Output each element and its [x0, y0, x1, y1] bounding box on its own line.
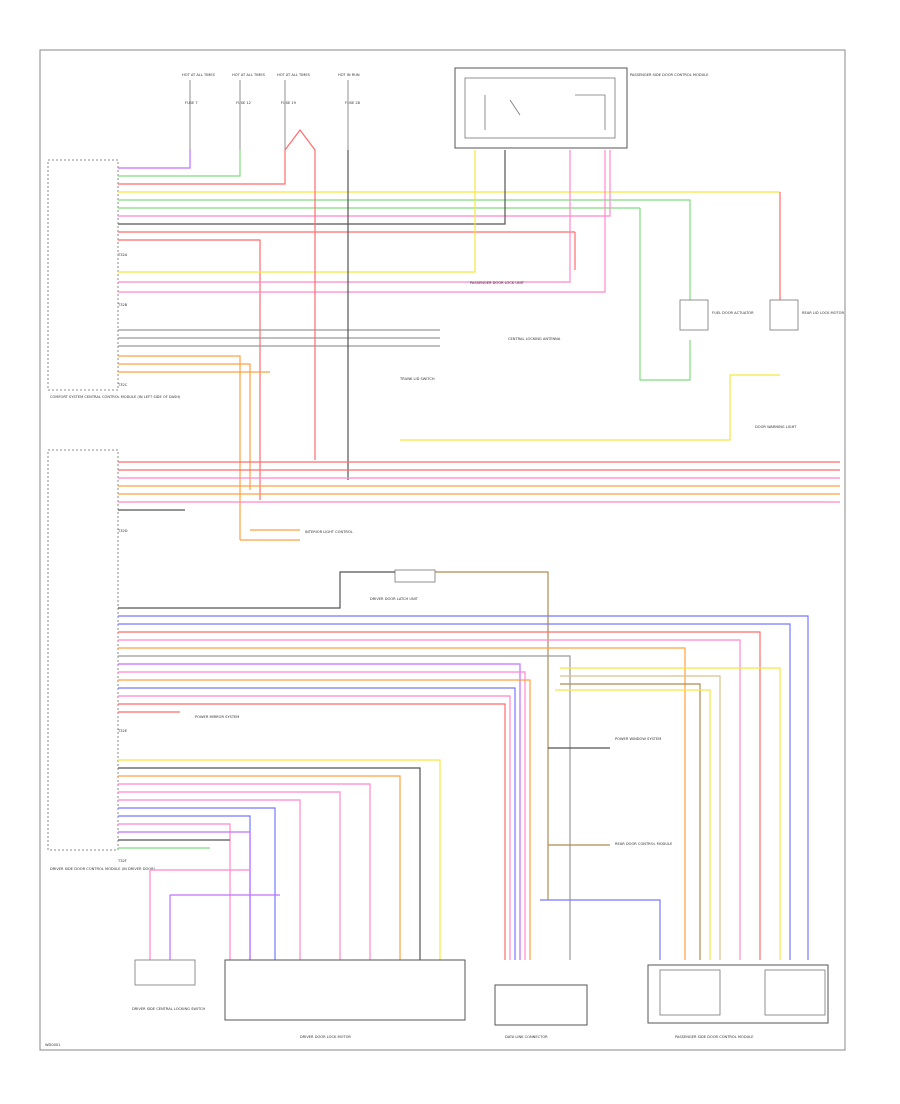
fuel-door-switch: FUEL DOOR ACTUATOR [679, 299, 754, 331]
fuse-2-name: FUSE 12 [236, 101, 251, 105]
fuse-block: HOT AT ALL TIMES FUSE 7 HOT AT ALL TIMES… [182, 73, 361, 150]
svg-text:DRIVER DOOR LOCK MOTOR: DRIVER DOOR LOCK MOTOR [300, 1035, 351, 1039]
top-right-module: PASSENGER SIDE DOOR CONTROL MODULE [454, 67, 709, 149]
central-locking-antenna-label: CENTRAL LOCKING ANTENNA [508, 337, 561, 341]
middle-bus [118, 461, 840, 541]
footer-code: WD0001 [45, 1043, 60, 1047]
door-warning-label: DOOR WARNING LIGHT [755, 425, 797, 429]
window-regulator-label: POWER WINDOW SYSTEM [615, 737, 661, 741]
connector-label-6: T32F [117, 859, 127, 863]
diag-connector: DATA LINK CONNECTOR [494, 984, 588, 1039]
fuse-3-name: FUSE 19 [281, 101, 297, 105]
rear-lid-switch: REAR LID LOCK MOTOR [769, 299, 845, 331]
upper-wires [118, 129, 781, 540]
connector-label-2: T32B [117, 303, 128, 307]
fuse-1-name: FUSE 7 [185, 101, 198, 105]
passenger-door-module: PASSENGER SIDE DOOR CONTROL MODULE [647, 964, 829, 1039]
trunk-switch-label: TRUNK LID SWITCH [399, 377, 435, 381]
svg-text:DATA LINK CONNECTOR: DATA LINK CONNECTOR [505, 1035, 548, 1039]
connector-label-4: T32D [117, 529, 128, 533]
left-module-label: COMFORT SYSTEM CENTRAL CONTROL MODULE (I… [50, 395, 181, 399]
svg-text:REAR LID LOCK MOTOR: REAR LID LOCK MOTOR [802, 311, 845, 315]
lower-module-label: DRIVER SIDE DOOR CONTROL MODULE (IN DRIV… [50, 867, 156, 871]
fuse-4-hot: HOT IN RUN [338, 73, 360, 77]
diagram-frame [39, 49, 846, 1051]
connector-label-3: T32C [117, 383, 128, 387]
top-right-module-label: PASSENGER SIDE DOOR CONTROL MODULE [630, 73, 709, 77]
left-module-box-2 [47, 449, 119, 851]
connector-label-1: T32A [117, 253, 128, 257]
fuse-3-hot: HOT AT ALL TIMES [277, 73, 311, 77]
fuse-1-hot: HOT AT ALL TIMES [182, 73, 216, 77]
interior-light-label: INTERIOR LIGHT CONTROL [305, 530, 353, 534]
svg-text:PASSENGER SIDE DOOR CONTROL MO: PASSENGER SIDE DOOR CONTROL MODULE [675, 1035, 754, 1039]
passenger-lock-label: PASSENGER DOOR LOCK UNIT [470, 281, 525, 285]
mirror-label: POWER MIRROR SYSTEM [195, 715, 239, 719]
rear-door-label: REAR DOOR CONTROL MODULE [615, 842, 673, 846]
driver-switch: DRIVER SIDE CENTRAL LOCKING SWITCH [132, 959, 205, 1011]
fuse-4-name: FUSE 28 [345, 101, 361, 105]
driver-door-lock: DRIVER DOOR LATCH UNIT [370, 569, 436, 601]
door-lock-actuator: DRIVER DOOR LOCK MOTOR [224, 959, 466, 1039]
svg-text:DRIVER DOOR LATCH UNIT: DRIVER DOOR LATCH UNIT [370, 597, 419, 601]
fuse-2-hot: HOT AT ALL TIMES [232, 73, 266, 77]
connector-label-5: T32E [117, 729, 128, 733]
lower-wires [118, 571, 809, 960]
svg-text:DRIVER SIDE CENTRAL LOCKING SW: DRIVER SIDE CENTRAL LOCKING SWITCH [132, 1007, 205, 1011]
svg-text:FUEL DOOR ACTUATOR: FUEL DOOR ACTUATOR [712, 311, 754, 315]
left-module-box [47, 159, 119, 391]
